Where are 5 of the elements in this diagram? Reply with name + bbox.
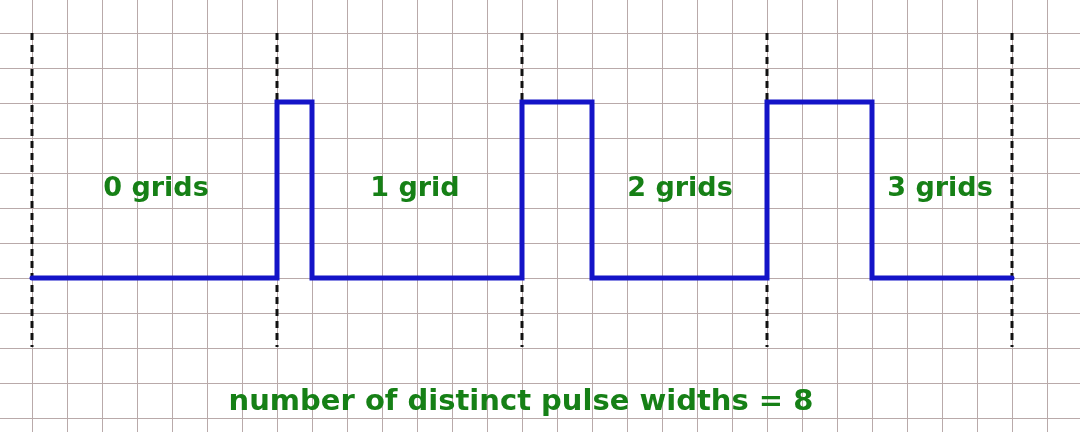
caption-text: number of distinct pulse widths = 8: [228, 385, 814, 415]
interval-label: 1 grid: [370, 172, 460, 200]
interval-label: 3 grids: [887, 172, 993, 200]
interval-label: 2 grids: [627, 172, 733, 200]
interval-label: 0 grids: [103, 172, 209, 200]
